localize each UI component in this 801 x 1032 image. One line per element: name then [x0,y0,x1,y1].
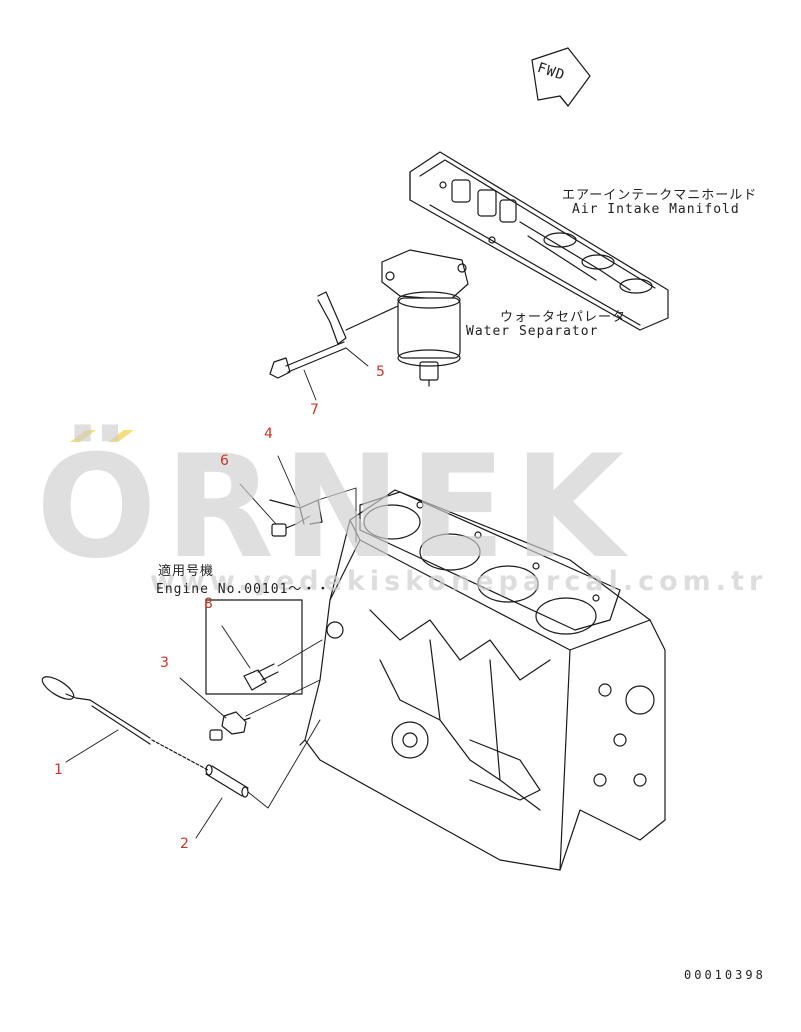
air-intake-manifold-drawing [409,151,669,331]
watermark-url: www.yedekiskoneparcal.com.tr [150,566,768,597]
water-separator-label-en: Water Separator [466,324,599,339]
cylinder-block-drawing [299,489,666,871]
callout-5: 5 [376,364,385,380]
pressure-sensor-drawing [209,711,251,741]
callout-3: 3 [160,655,169,671]
bolt-drawing [269,341,347,379]
air-intake-manifold-label-en: Air Intake Manifold [572,202,740,217]
applicability-box [205,599,303,695]
fwd-arrow-icon [531,47,591,107]
water-separator-drawing [381,249,469,387]
callout-8: 8 [204,596,213,612]
callout-2: 2 [180,836,189,852]
applicability-label-en: Engine No.00101〜・・ [156,582,331,597]
dipstick-drawing [41,676,209,771]
bracket-drawing [317,291,399,345]
bolt-8-drawing [243,663,279,691]
callout-6: 6 [220,453,229,469]
callout-7: 7 [310,402,319,418]
callout-1: 1 [54,762,63,778]
watermark-accent-icon [70,430,134,442]
small-bolt-drawing [271,523,297,537]
guide-tube-drawing [205,764,249,798]
watermark-text: ÖRNEK [36,425,632,590]
callout-4: 4 [264,426,273,442]
water-separator-label-jp: ウォータセパレータ [500,310,627,325]
air-intake-manifold-label-jp: エアーインテークマニホールド [562,188,758,203]
applicability-label-jp: 適用号機 [158,564,215,579]
drawing-number: 00010398 [684,968,766,982]
